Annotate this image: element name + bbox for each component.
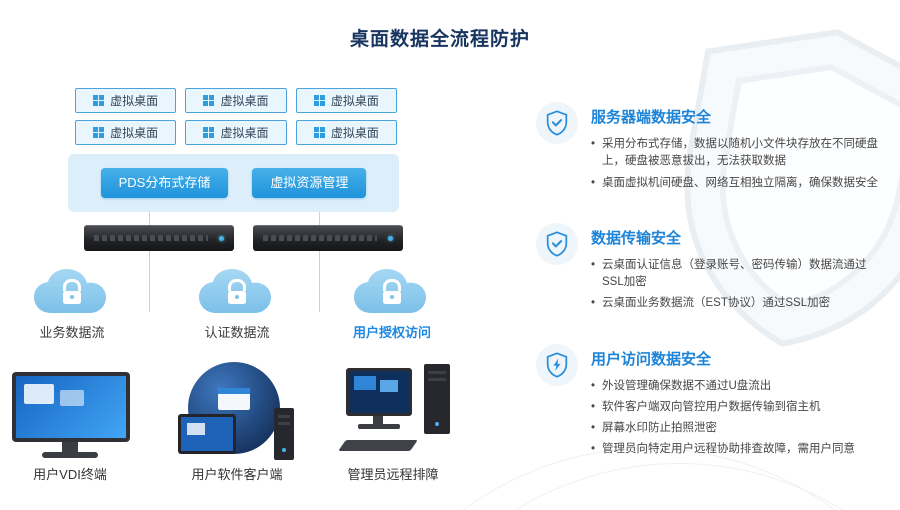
shield-check-icon [536,102,578,144]
admin-monitor [346,368,412,416]
lock-icon [383,279,401,304]
storage-panel: PDS分布式存储 虚拟资源管理 [68,154,399,212]
windows-icon [203,127,215,138]
connector-line [149,210,150,312]
server-rack [253,225,403,251]
section-transmission-security: 数据传输安全 云桌面认证信息（登录账号、密码传输）数据流通过SSL加密 云桌面业… [536,222,880,317]
device-label-vdi: 用户VDI终端 [33,467,107,482]
cloud-business-flow [30,266,114,322]
page-title: 桌面数据全流程防护 [349,29,530,50]
bullet-item: 桌面虚拟机间硬盘、网络互相独立隔离，确保数据安全 [591,175,880,193]
virtual-desktop-box: 虚拟桌面 [75,88,177,113]
vm-label: 虚拟桌面 [110,94,159,108]
server-rack [84,225,234,251]
vdi-screen [16,376,126,438]
pds-storage-button: PDS分布式存储 [100,168,229,198]
vm-label: 虚拟桌面 [220,126,269,140]
admin-tower [424,364,450,434]
lock-icon [63,279,81,304]
client-monitor [178,414,236,454]
bullet-item: 管理员向特定用户远程协助排查故障，需用户同意 [591,441,880,459]
bullet-item: 外设管理确保数据不通过U盘流出 [591,378,880,396]
cloud-auth-flow [195,266,279,322]
bullet-list: 外设管理确保数据不通过U盘流出 软件客户端双向管控用户数据传输到宿主机 屏幕水印… [591,378,880,459]
device-label-admin: 管理员远程排障 [347,467,439,482]
flow-label-business: 业务数据流 [39,325,105,340]
software-client-image [178,362,300,462]
virtual-desktop-box: 虚拟桌面 [185,120,287,145]
vm-label: 虚拟桌面 [330,126,379,140]
keyboard [338,440,418,451]
monitor-stand [62,442,78,452]
shield-bolt-icon [536,343,578,386]
monitor-base [42,452,98,458]
bullet-item: 软件客户端双向管控用户数据传输到宿主机 [591,399,880,417]
section-title: 数据传输安全 [591,229,682,247]
vdi-terminal-image [12,372,130,442]
virtual-desktop-box: 虚拟桌面 [185,88,287,113]
vm-label: 虚拟桌面 [110,126,159,140]
bullet-item: 采用分布式存储，数据以随机小文件块存放在不同硬盘上，硬盘被恶意拔出，无法获取数据 [591,136,880,171]
flow-label-authorized-access: 用户授权访问 [352,325,431,340]
virtual-desktop-box: 虚拟桌面 [75,120,177,145]
windows-icon [203,95,215,106]
admin-desktop-image [338,360,452,462]
windows-icon [313,127,325,138]
section-access-security: 用户访问数据安全 外设管理确保数据不通过U盘流出 软件客户端双向管控用户数据传输… [536,343,880,463]
section-server-security: 服务器端数据安全 采用分布式存储，数据以随机小文件块存放在不同硬盘上，硬盘被恶意… [536,102,880,196]
windows-icon [313,95,325,106]
client-tower [274,408,294,460]
bullet-item: 屏幕水印防止拍照泄密 [591,420,880,438]
device-label-client: 用户软件客户端 [191,467,283,482]
monitor-stand [373,416,383,424]
lock-icon [228,279,246,304]
bullet-item: 云桌面业务数据流（EST协议）通过SSL加密 [591,295,880,313]
vm-label: 虚拟桌面 [220,94,269,108]
virtual-desktop-box: 虚拟桌面 [295,88,397,113]
vm-grid: 虚拟桌面 虚拟桌面 虚拟桌面 虚拟桌面 虚拟桌面 虚拟桌面 [75,88,397,145]
connector-line [319,210,320,312]
bullet-list: 采用分布式存储，数据以随机小文件块存放在不同硬盘上，硬盘被恶意拔出，无法获取数据… [591,136,880,192]
security-info-panel: 服务器端数据安全 采用分布式存储，数据以随机小文件块存放在不同硬盘上，硬盘被恶意… [536,102,880,490]
shield-check-icon [536,222,578,265]
resource-management-button: 虚拟资源管理 [252,168,367,198]
bullet-item: 云桌面认证信息（登录账号、密码传输）数据流通过SSL加密 [591,257,880,292]
bullet-list: 云桌面认证信息（登录账号、密码传输）数据流通过SSL加密 云桌面业务数据流（ES… [591,257,880,313]
virtual-desktop-box: 虚拟桌面 [295,120,397,145]
section-title: 用户访问数据安全 [591,350,712,368]
vm-label: 虚拟桌面 [330,94,379,108]
windows-icon [93,127,105,138]
windows-icon [93,95,105,106]
monitor-base [358,424,400,429]
cloud-authorized-access [350,266,434,322]
flow-label-auth: 认证数据流 [204,325,270,340]
section-title: 服务器端数据安全 [591,109,712,126]
